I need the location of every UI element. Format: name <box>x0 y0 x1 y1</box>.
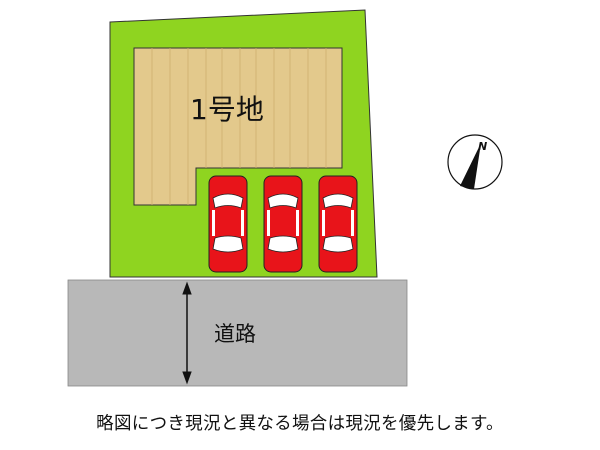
road-width-arrow <box>182 281 192 385</box>
svg-text:N: N <box>478 140 487 153</box>
road-area <box>67 279 408 387</box>
road-label: 道路 <box>214 322 256 346</box>
parking-car-1 <box>208 175 248 273</box>
wood-grain <box>151 48 327 205</box>
disclaimer-caption: 略図につき現況と異なる場合は現況を優先します。 <box>96 414 504 434</box>
compass-icon: N <box>447 134 503 190</box>
lot-label: 1号地 <box>190 93 264 126</box>
parking-car-2 <box>263 175 303 273</box>
parking-car-3 <box>318 175 358 273</box>
